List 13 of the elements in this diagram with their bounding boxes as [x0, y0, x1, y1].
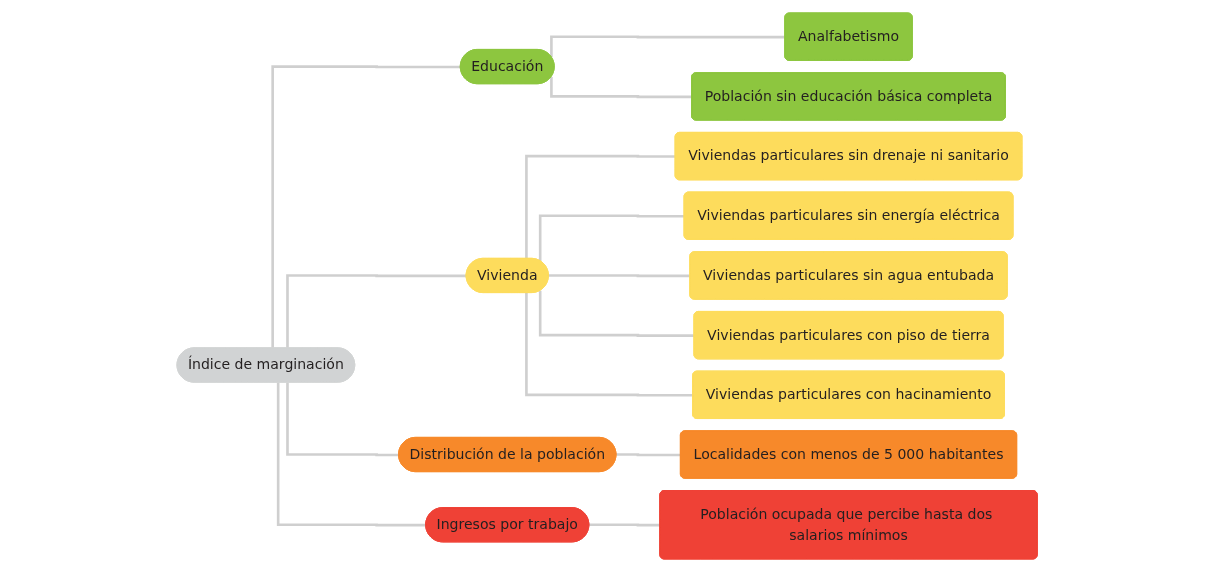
connector	[276, 382, 426, 526]
connector	[524, 154, 676, 259]
connector	[549, 34, 786, 57]
connector	[538, 290, 695, 337]
connector	[549, 76, 692, 98]
connector	[271, 64, 461, 348]
connector	[538, 213, 685, 261]
connector	[524, 292, 693, 397]
connector	[286, 382, 399, 456]
connector	[286, 273, 467, 348]
connector	[614, 452, 681, 456]
connector	[547, 273, 691, 277]
connector	[587, 522, 661, 526]
